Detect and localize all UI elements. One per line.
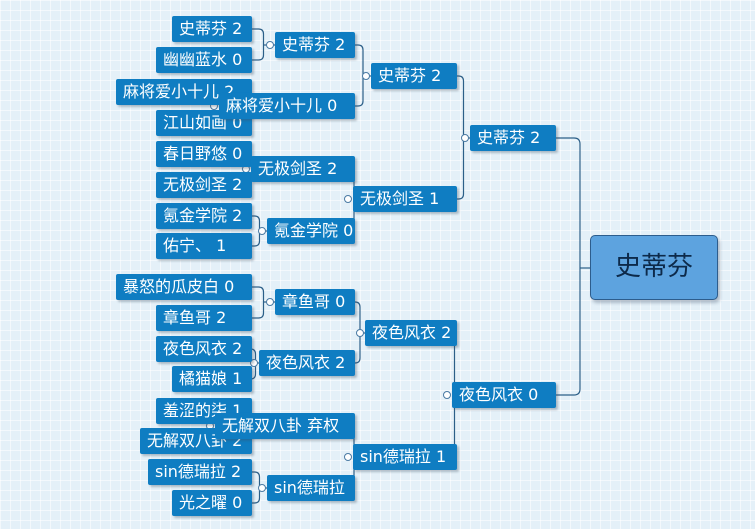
collapse-knob-icon <box>266 41 274 49</box>
quarterfinals-node[interactable]: 麻将爱小十儿 0 <box>219 93 355 119</box>
round1-node[interactable]: 佑宁、 1 <box>156 233 252 259</box>
quarterfinals-node[interactable]: 史蒂芬 2 <box>275 32 355 58</box>
quarterfinals-node[interactable]: 无解双八卦 弃权 <box>215 413 355 439</box>
round1-node[interactable]: 史蒂芬 2 <box>172 16 252 42</box>
round1-node[interactable]: 光之曜 0 <box>172 490 252 516</box>
quarterfinals-node[interactable]: 章鱼哥 0 <box>275 289 355 315</box>
round1-node[interactable]: 暴怒的瓜皮白 0 <box>116 274 252 300</box>
quarterfinals-node[interactable]: 夜色风衣 2 <box>259 350 355 376</box>
semifinals-node[interactable]: 无极剑圣 1 <box>353 186 457 212</box>
semifinals-node[interactable]: 史蒂芬 2 <box>371 63 457 89</box>
round1-node[interactable]: 氪金学院 2 <box>156 203 252 229</box>
collapse-knob-icon <box>344 453 352 461</box>
semifinals-node[interactable]: 夜色风衣 2 <box>365 320 457 346</box>
quarterfinals-to-semifinals-connector <box>355 44 364 107</box>
collapse-knob-icon <box>356 329 364 337</box>
collapse-knob-icon <box>362 72 370 80</box>
champion-node[interactable]: 史蒂芬 <box>590 235 718 300</box>
quarterfinals-node[interactable]: 无极剑圣 2 <box>251 156 355 182</box>
round1-node[interactable]: 橘猫娘 1 <box>172 366 252 392</box>
quarterfinals-node[interactable]: sin德瑞拉 <box>267 475 355 501</box>
collapse-knob-icon <box>258 227 266 235</box>
final-to-champion-connector <box>556 137 581 396</box>
round1-node[interactable]: 夜色风衣 2 <box>156 336 252 362</box>
collapse-knob-icon <box>344 195 352 203</box>
round1-to-quarterfinals-connector <box>252 286 265 319</box>
final-node[interactable]: 夜色风衣 0 <box>452 382 556 408</box>
round1-to-quarterfinals-connector <box>252 28 265 61</box>
round1-node[interactable]: 春日野悠 0 <box>156 141 252 167</box>
round1-node[interactable]: 章鱼哥 2 <box>156 305 252 331</box>
round1-node[interactable]: 幽幽蓝水 0 <box>156 47 252 73</box>
semifinals-node[interactable]: sin德瑞拉 1 <box>353 444 457 470</box>
round1-node[interactable]: sin德瑞拉 2 <box>148 459 252 485</box>
final-node[interactable]: 史蒂芬 2 <box>470 125 556 151</box>
collapse-knob-icon <box>258 484 266 492</box>
collapse-knob-icon <box>266 298 274 306</box>
collapse-knob-icon <box>443 391 451 399</box>
collapse-knob-icon <box>461 134 469 142</box>
round1-node[interactable]: 无极剑圣 2 <box>156 172 252 198</box>
quarterfinals-node[interactable]: 氪金学院 0 <box>267 218 355 244</box>
collapse-knob-icon <box>250 359 258 367</box>
